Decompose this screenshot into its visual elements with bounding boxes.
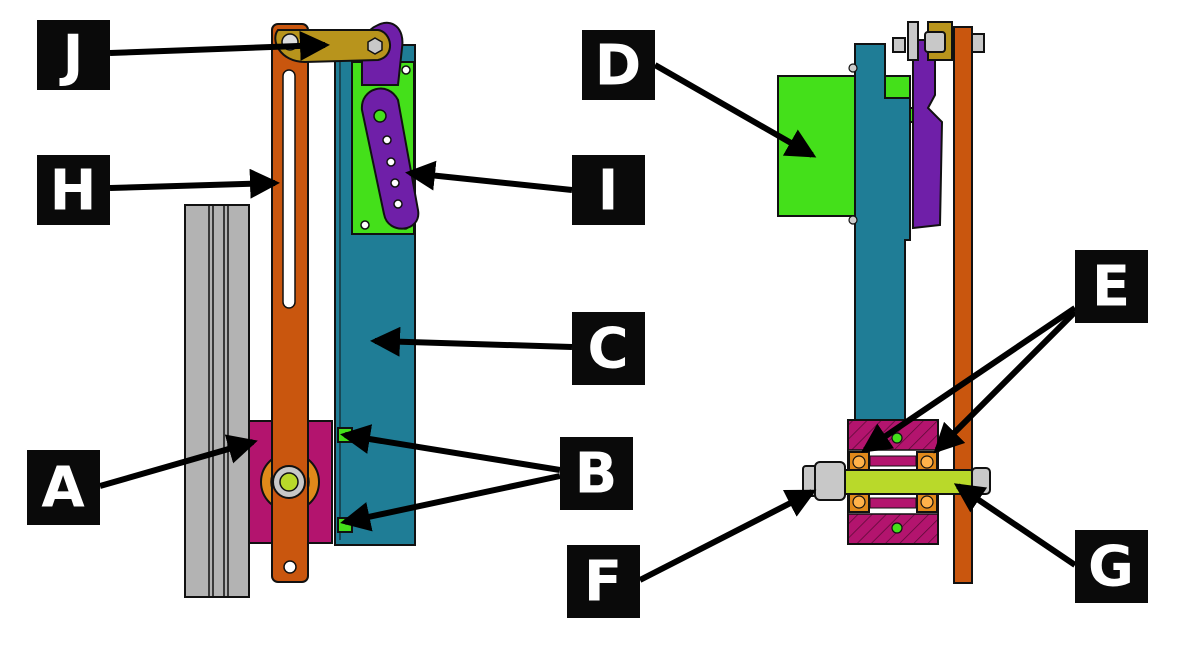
lever-side xyxy=(953,26,973,584)
arrow-i xyxy=(405,160,573,193)
label-d: D xyxy=(582,30,655,100)
svg-text:C: C xyxy=(587,317,628,382)
servo-horn-side xyxy=(912,39,944,230)
label-g: G xyxy=(1075,530,1148,603)
arrow-g xyxy=(953,483,1077,568)
arrow-c xyxy=(370,326,573,357)
axle-nuts xyxy=(802,461,991,501)
arrow-e-right xyxy=(933,309,1078,454)
arrow-e-left xyxy=(860,305,1077,453)
svg-text:E: E xyxy=(1092,255,1130,320)
svg-text:G: G xyxy=(1088,535,1134,600)
aluminum-rail xyxy=(184,204,250,598)
label-i: I xyxy=(572,155,645,225)
label-e: E xyxy=(1075,250,1148,323)
svg-text:I: I xyxy=(598,159,619,224)
label-j: J xyxy=(37,20,110,90)
arrow-f xyxy=(638,489,817,583)
arrow-b-lower xyxy=(340,473,561,532)
blue-plate-side xyxy=(848,43,911,421)
top-bolt-assembly xyxy=(892,21,985,61)
svg-text:F: F xyxy=(584,550,622,615)
svg-text:J: J xyxy=(59,24,84,89)
right-view xyxy=(777,21,991,584)
svg-text:H: H xyxy=(50,159,97,224)
label-b: B xyxy=(560,437,633,510)
arrow-b-upper xyxy=(340,424,561,473)
label-a: A xyxy=(27,450,100,525)
arrow-a xyxy=(99,434,258,489)
svg-text:A: A xyxy=(41,456,85,521)
left-view xyxy=(184,21,420,598)
arrow-j xyxy=(109,30,330,61)
arrow-d xyxy=(653,62,817,158)
svg-text:D: D xyxy=(595,34,641,99)
label-c: C xyxy=(572,312,645,385)
slotted-lever xyxy=(271,23,309,583)
arrow-h xyxy=(109,168,280,199)
label-h: H xyxy=(37,155,110,225)
label-f: F xyxy=(567,545,640,618)
callout-arrows xyxy=(99,30,1078,583)
svg-text:B: B xyxy=(575,442,618,507)
axle-shaft xyxy=(841,469,975,495)
